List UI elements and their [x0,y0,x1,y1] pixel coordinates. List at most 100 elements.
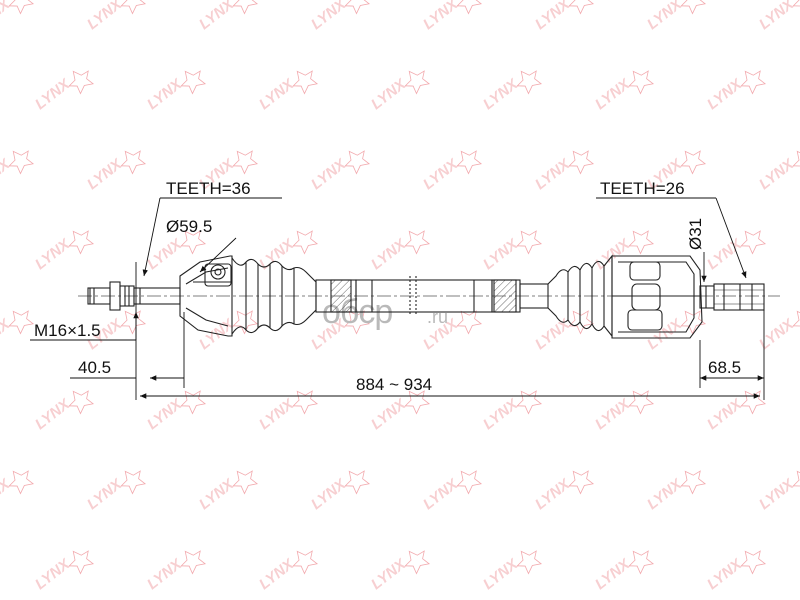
thread-label: M16×1.5 [34,321,101,340]
watermark-star-icon [404,390,431,415]
watermark-text: LYNX [756,475,798,513]
watermark-text: LYNX [532,0,574,33]
left-thread-stub [87,281,181,311]
watermark-star-icon [568,150,595,175]
watermark-star-icon [8,150,35,175]
watermark-mark: LYNX [480,230,543,273]
watermark-star-icon [516,390,543,415]
watermark-mark: LYNX [644,0,707,33]
watermark-text: LYNX [532,475,574,513]
watermark-text: LYNX [32,235,74,273]
watermark-text: LYNX [704,395,746,433]
watermark-star-icon [568,470,595,495]
watermark-mark: LYNX [256,70,319,113]
watermark-text: LYNX [144,235,186,273]
watermark-mark: LYNX [756,0,800,33]
watermark-mark: LYNX [592,390,655,433]
watermark-text: LYNX [368,235,410,273]
watermark-text: LYNX [84,475,126,513]
watermark-star-icon [792,150,800,175]
watermark-text: LYNX [144,395,186,433]
watermark-mark: LYNX [592,70,655,113]
watermark-star-icon [68,230,95,255]
watermark-star-icon [120,150,147,175]
watermark-star-icon [628,390,655,415]
watermark-star-icon [680,150,707,175]
watermark-text: LYNX [704,235,746,273]
watermark-star-icon [232,0,259,15]
diameter-right-label: Ø31 [686,218,705,250]
left-cv-joint [179,255,233,337]
watermark-star-icon [68,550,95,575]
watermark-star-icon [120,0,147,15]
main-shaft [315,276,549,316]
watermark-mark: LYNX [32,550,95,593]
watermark-text: LYNX [32,555,74,593]
watermark-text: LYNX [420,0,462,33]
watermark-mark: LYNX [592,230,655,273]
watermark-star-icon [404,230,431,255]
watermark-mark: LYNX [256,390,319,433]
watermark-star-icon [8,0,35,15]
watermark-star-icon [740,390,767,415]
watermark-mark: LYNX [532,0,595,33]
length-total-label: 884 ~ 934 [356,375,432,394]
watermark-star-icon [8,310,35,335]
watermark-text: LYNX [256,235,298,273]
watermark-star-icon [456,0,483,15]
watermark-mark: LYNX [704,70,767,113]
watermark-mark: LYNX [644,470,707,513]
watermark-star-icon [628,550,655,575]
watermark-star-icon [292,70,319,95]
watermark-text: LYNX [704,555,746,593]
length-left-label: 40.5 [78,358,111,377]
watermark-text: LYNX [84,0,126,33]
watermark-star-icon [232,470,259,495]
watermark-star-icon [516,550,543,575]
watermark-star-icon [232,310,259,335]
watermark-text: LYNX [196,0,238,33]
watermark-text: LYNX [256,75,298,113]
watermark-text: LYNX [368,75,410,113]
watermark-text: LYNX [0,475,14,513]
watermark-mark: LYNX [308,0,371,33]
watermark-mark: LYNX [532,150,595,193]
watermark-mark: LYNX [756,470,800,513]
watermark-mark: LYNX [704,550,767,593]
teeth-left-label: TEETH=36 [166,179,251,198]
watermark-text: LYNX [420,155,462,193]
watermark-mark: LYNX [144,390,207,433]
watermark-mark: LYNX [84,0,147,33]
watermark-star-icon [792,0,800,15]
watermark-mark: LYNX [84,470,147,513]
watermark-mark: LYNX [704,390,767,433]
watermark-star-icon [8,470,35,495]
watermark-text: LYNX [480,395,522,433]
watermark-text: LYNX [196,475,238,513]
logo-suffix: .ru [427,307,448,327]
watermark-mark: LYNX [592,550,655,593]
watermark-mark: LYNX [84,150,147,193]
watermark-star-icon [680,0,707,15]
watermark-star-icon [344,0,371,15]
watermark-mark: LYNX [144,70,207,113]
watermark-text: LYNX [704,75,746,113]
watermark-text: LYNX [480,235,522,273]
watermark-text: LYNX [756,315,798,353]
watermark-mark: LYNX [308,150,371,193]
watermark-mark: LYNX [532,470,595,513]
watermark-mark: LYNX [0,0,35,33]
watermark-text: LYNX [308,0,350,33]
watermark-text: LYNX [256,555,298,593]
watermark-text: LYNX [592,75,634,113]
watermark-text: LYNX [480,555,522,593]
watermark-star-icon [292,550,319,575]
watermark-mark: LYNX [368,230,431,273]
watermark-text: LYNX [0,155,14,193]
watermark-star-icon [180,390,207,415]
watermark-star-icon [680,310,707,335]
watermark-star-icon [568,0,595,15]
watermark-mark: LYNX [480,70,543,113]
watermark-mark: LYNX [480,390,543,433]
watermark-star-icon [740,230,767,255]
